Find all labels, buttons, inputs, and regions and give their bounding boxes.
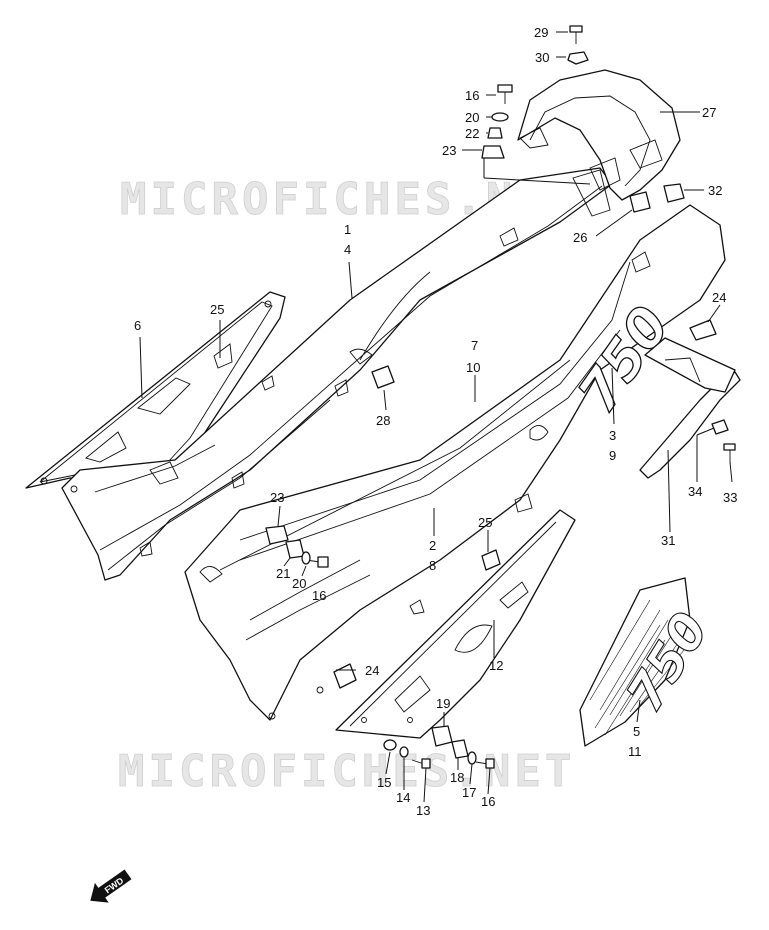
part-washer-20b <box>301 551 311 565</box>
callout-10: 10 <box>466 360 480 375</box>
part-cushion-28 <box>371 365 395 389</box>
part-tail-bracket-31 <box>639 337 741 479</box>
callout-24: 24 <box>365 663 379 678</box>
callout-20: 20 <box>465 110 479 125</box>
part-collar-21 <box>285 539 305 559</box>
callout-12: 12 <box>489 658 503 673</box>
leader-lines <box>139 31 733 803</box>
part-washer-20a <box>491 112 509 122</box>
part-cushion-26 <box>629 191 651 213</box>
callout-20: 20 <box>292 576 306 591</box>
callout-8: 8 <box>429 558 436 573</box>
callout-1: 1 <box>344 222 351 237</box>
part-bolt-16a <box>497 84 513 104</box>
callout-21: 21 <box>276 566 290 581</box>
callout-30: 30 <box>535 50 549 65</box>
callout-28: 28 <box>376 413 390 428</box>
callout-23: 23 <box>442 143 456 158</box>
part-strip-7 <box>219 359 571 571</box>
callout-33: 33 <box>723 490 737 505</box>
callout-4: 4 <box>344 242 351 257</box>
part-washer-17 <box>467 751 477 765</box>
callout-13: 13 <box>416 803 430 818</box>
part-frame-cover-upper <box>61 167 613 581</box>
callout-25: 25 <box>478 515 492 530</box>
part-decal-5: 750 <box>579 577 720 747</box>
part-tail-piece <box>517 69 681 217</box>
callout-25: 25 <box>210 302 224 317</box>
callout-3: 3 <box>609 428 616 443</box>
callout-32: 32 <box>708 183 722 198</box>
callout-7: 7 <box>471 338 478 353</box>
callout-29: 29 <box>534 25 548 40</box>
callout-9: 9 <box>609 448 616 463</box>
part-clip-25b <box>481 549 501 571</box>
callout-19: 19 <box>436 696 450 711</box>
part-grommet-19 <box>431 725 453 747</box>
part-clip-24a <box>689 319 717 341</box>
callout-15: 15 <box>377 775 391 790</box>
part-clip-34 <box>711 419 729 435</box>
callout-11: 11 <box>628 744 642 759</box>
callout-5: 5 <box>633 724 640 739</box>
callout-31: 31 <box>661 533 675 548</box>
callout-22: 22 <box>465 126 479 141</box>
part-grommet-23a <box>481 145 505 159</box>
part-washer-14 <box>399 746 409 758</box>
callout-27: 27 <box>702 105 716 120</box>
callout-14: 14 <box>396 790 410 805</box>
fwd-arrow-icon: FWD <box>90 869 132 903</box>
callout-6: 6 <box>134 318 141 333</box>
part-nut-30 <box>567 51 589 65</box>
callout-17: 17 <box>462 785 476 800</box>
part-grommet-32 <box>663 183 685 203</box>
callout-2: 2 <box>429 538 436 553</box>
callout-23: 23 <box>270 490 284 505</box>
callout-24: 24 <box>712 290 726 305</box>
callout-34: 34 <box>688 484 702 499</box>
callout-26: 26 <box>573 230 587 245</box>
watermark-bottom: MICROFICHES.NET <box>118 746 575 797</box>
part-clip-24b <box>333 663 357 689</box>
part-side-panel-12 <box>335 509 576 739</box>
part-grommet-23b <box>265 525 289 545</box>
callout-16: 16 <box>465 88 479 103</box>
callout-16: 16 <box>312 588 326 603</box>
callouts: 29 30 16 20 22 23 27 32 26 1 4 24 6 25 7… <box>134 25 737 818</box>
part-washer-15 <box>383 739 397 751</box>
part-screw-33 <box>723 443 736 462</box>
part-collar-22 <box>487 127 503 139</box>
callout-18: 18 <box>450 770 464 785</box>
callout-16: 16 <box>481 794 495 809</box>
part-screw-29 <box>569 25 583 44</box>
